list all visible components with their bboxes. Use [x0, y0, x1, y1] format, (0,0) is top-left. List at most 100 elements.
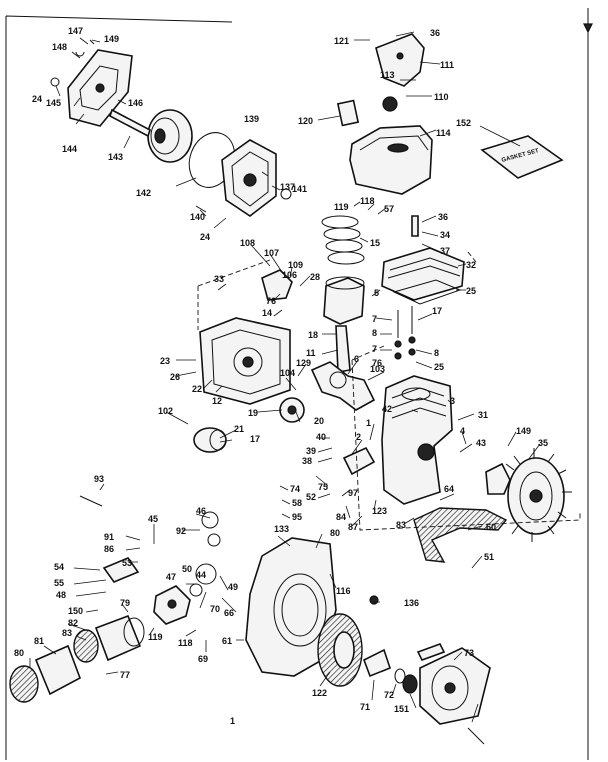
part-label: 95	[292, 512, 302, 522]
part-label: 4	[460, 426, 465, 436]
part-label: 42	[382, 404, 392, 414]
part-label: 49	[228, 582, 238, 592]
part-label: 74	[290, 484, 300, 494]
part-label: 46	[196, 506, 206, 516]
gasket-set-card: GASKET SET	[480, 135, 564, 179]
part-label: 149	[104, 34, 119, 44]
part-label: 77	[120, 670, 130, 680]
part-label: 47	[166, 572, 176, 582]
starter-pulley	[147, 109, 193, 163]
gear-21	[279, 397, 305, 423]
part-label: 123	[372, 506, 387, 516]
part-label: 75	[318, 482, 328, 492]
part-label: 83	[62, 628, 72, 638]
washer-24	[50, 77, 60, 87]
part-label: 73	[464, 648, 474, 658]
part-label: 54	[54, 562, 64, 572]
part-label: 7	[372, 344, 377, 354]
starter-spring	[75, 39, 95, 57]
part-label: 38	[302, 456, 312, 466]
starter-housing	[67, 49, 133, 127]
part-label: 5	[374, 288, 379, 298]
part-label: 109	[288, 260, 303, 270]
part-label: 81	[34, 636, 44, 646]
part-label: 121	[334, 36, 349, 46]
part-label: 18	[308, 330, 318, 340]
part-label: 15	[370, 238, 380, 248]
spark-plug	[411, 215, 419, 237]
part-label: 116	[336, 586, 351, 596]
part-label: 6	[354, 354, 359, 364]
tank-bracket	[375, 33, 425, 87]
part-label: 111	[440, 60, 454, 70]
part-label: 83	[396, 520, 406, 530]
part-label: 119	[148, 632, 163, 642]
part-label: 92	[176, 526, 186, 536]
screw-123	[79, 495, 103, 507]
part-label: 129	[296, 358, 311, 368]
part-label: 50	[182, 564, 192, 574]
part-label: 60	[486, 522, 496, 532]
part-label: 37	[440, 246, 450, 256]
part-label: 61	[222, 636, 232, 646]
part-label: 97	[348, 488, 358, 498]
part-label: 57	[384, 204, 394, 214]
piston-rings	[321, 215, 365, 265]
part-label: 140	[190, 212, 205, 222]
part-label: 12	[212, 396, 222, 406]
part-label: 19	[248, 408, 258, 418]
part-label: 82	[68, 618, 78, 628]
part-label: 52	[306, 492, 316, 502]
part-label: 146	[128, 98, 143, 108]
screw-73	[467, 727, 485, 745]
part-label: 80	[330, 528, 340, 538]
part-label: 76	[266, 296, 276, 306]
part-label: 87	[348, 522, 358, 532]
part-label: 79	[120, 598, 130, 608]
part-label: 70	[210, 604, 220, 614]
washer-137	[280, 188, 292, 200]
part-label: 48	[56, 590, 66, 600]
part-label: 22	[192, 384, 202, 394]
part-label: 32	[466, 260, 476, 270]
part-label: 40	[316, 432, 326, 442]
washer-72	[402, 674, 418, 694]
oil-slinger	[193, 427, 227, 453]
starter-shaft	[109, 108, 151, 138]
part-label: 137	[280, 182, 295, 192]
connecting-rod	[335, 325, 351, 373]
part-label: 53	[122, 558, 132, 568]
part-label: 7	[372, 314, 377, 324]
screw-140	[195, 205, 207, 213]
plate-120	[336, 99, 360, 127]
part-labels: 147 149 148 24 145 146 144 143 142 139 1…	[14, 26, 548, 726]
part-label: 76	[372, 358, 382, 368]
part-label: 24	[32, 94, 42, 104]
part-label: 58	[292, 498, 302, 508]
plate-39	[342, 446, 376, 476]
part-label: 36	[430, 28, 440, 38]
engine-block	[381, 375, 453, 505]
part-label: 152	[456, 118, 471, 128]
part-label: 26	[170, 372, 180, 382]
air-intake-screen	[317, 613, 363, 687]
recoil-starter	[419, 647, 491, 725]
part-label: 11	[306, 348, 316, 358]
part-label: 71	[360, 702, 370, 712]
part-label: 8	[434, 348, 439, 358]
part-label: 144	[62, 144, 77, 154]
part-label: 28	[310, 272, 320, 282]
part-label: 147	[68, 26, 83, 36]
part-label: 136	[404, 598, 419, 608]
choke-plate	[102, 557, 140, 583]
part-label: 120	[298, 116, 313, 126]
flywheel	[505, 448, 572, 542]
air-cleaner-stack	[9, 614, 145, 703]
part-label: 106	[282, 270, 297, 280]
part-label: 17	[432, 306, 442, 316]
part-label: 149	[516, 426, 531, 436]
part-label: 102	[158, 406, 173, 416]
cylinder-head	[381, 247, 465, 301]
starter-handle	[416, 643, 446, 661]
